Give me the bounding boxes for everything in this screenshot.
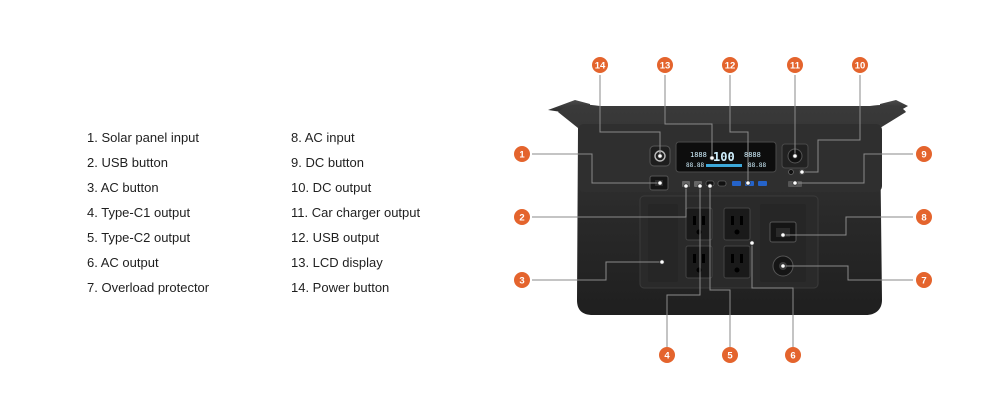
ac-input[interactable] (769, 221, 797, 243)
leader-line-8 (783, 216, 913, 236)
legend-item-ac-button: 3. AC button (87, 180, 159, 195)
type-c2-output[interactable] (717, 180, 727, 187)
svg-text:6: 6 (790, 351, 795, 362)
legend-right-column: 8. AC input 9. DC button 10. DC output 1… (291, 128, 420, 303)
legend-item-dc-button: 9. DC button (291, 155, 364, 170)
svg-text:4: 4 (664, 351, 670, 362)
ac-outlet-1[interactable] (685, 207, 713, 241)
svg-text:2: 2 (519, 213, 524, 224)
legend-item-overload-protector: 7. Overload protector (87, 280, 210, 295)
leader-line-5 (709, 186, 731, 347)
leader-line-3 (532, 261, 662, 281)
lcd-bottom-right: 88.88 (748, 162, 766, 169)
badge-9: 9 (916, 146, 932, 162)
leader-endpoints (657, 153, 805, 269)
badge-10: 10 (852, 57, 868, 73)
callout-badges: 1 2 3 4 5 6 7 8 (514, 57, 932, 363)
badge-11: 11 (787, 57, 803, 73)
svg-text:12: 12 (725, 61, 736, 72)
leader-line-14 (599, 75, 661, 156)
badge-14: 14 (592, 57, 608, 73)
leader-line-10 (802, 75, 861, 173)
leader-line-7 (783, 265, 913, 281)
legend-item-ac-output: 6. AC output (87, 255, 159, 270)
legend-item-usb-output: 12. USB output (291, 230, 380, 245)
badge-13: 13 (657, 57, 673, 73)
ac-output[interactable] (685, 207, 751, 279)
lcd-bottom-left: 88.88 (686, 162, 704, 169)
leader-line-2 (532, 186, 687, 218)
svg-text:5: 5 (727, 351, 733, 362)
legend-item-type-c2-output: 5. Type-C2 output (87, 230, 191, 245)
leader-line-13 (664, 75, 713, 158)
svg-text:3: 3 (519, 276, 524, 287)
lcd-top-left: 1888 (690, 151, 707, 159)
legend-item-dc-output: 10. DC output (291, 180, 372, 195)
outlet-cover (648, 204, 678, 282)
lcd-top-right: 8888 (744, 151, 761, 159)
legend-item-ac-input: 8. AC input (291, 130, 355, 145)
legend-item-type-c1-output: 4. Type-C1 output (87, 205, 191, 220)
svg-text:8: 8 (921, 213, 926, 224)
badge-7: 7 (916, 272, 932, 288)
legend-item-usb-button: 2. USB button (87, 155, 168, 170)
badge-5: 5 (722, 347, 738, 363)
svg-text:11: 11 (790, 61, 801, 72)
ac-outlet-3[interactable] (685, 245, 713, 279)
svg-text:14: 14 (595, 61, 606, 72)
svg-text:7: 7 (921, 276, 926, 287)
ac-outlet-2[interactable] (723, 207, 751, 241)
badge-8: 8 (916, 209, 932, 225)
legend-left-column: 1. Solar panel input 2. USB button 3. AC… (87, 128, 209, 303)
lcd-display: 1888 100 8888 88.88 88.88 (675, 141, 777, 173)
leader-line-4 (666, 186, 701, 347)
ac-outlet-4[interactable] (723, 245, 751, 279)
leader-line-12 (729, 75, 749, 183)
legend-item-lcd-display: 13. LCD display (291, 255, 383, 270)
leader-lines (532, 75, 913, 347)
svg-text:9: 9 (921, 150, 926, 161)
leader-line-1 (532, 153, 660, 184)
legend-item-car-charger-output: 11. Car charger output (291, 205, 421, 220)
svg-text:13: 13 (660, 61, 671, 72)
leader-line-9 (795, 153, 913, 184)
leader-line-6 (751, 243, 794, 347)
lcd-center: 100 (713, 150, 735, 164)
badge-6: 6 (785, 347, 801, 363)
legend-item-solar-panel-input: 1. Solar panel input (87, 130, 200, 145)
badge-4: 4 (659, 347, 675, 363)
badge-12: 12 (722, 57, 738, 73)
badge-3: 3 (514, 272, 530, 288)
svg-text:10: 10 (855, 61, 866, 72)
legend-item-power-button: 14. Power button (291, 280, 390, 295)
badge-2: 2 (514, 209, 530, 225)
svg-text:1: 1 (519, 150, 525, 161)
lcd-battery-bar (706, 164, 742, 167)
badge-1: 1 (514, 146, 530, 162)
